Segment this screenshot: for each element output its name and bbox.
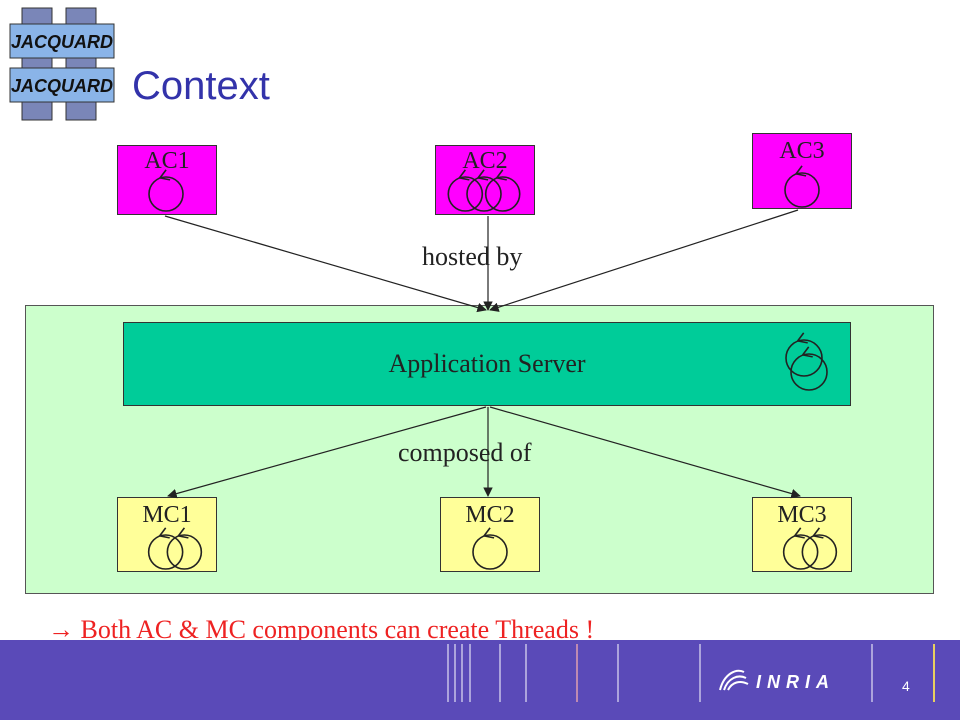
- application-server-label: Application Server: [388, 349, 586, 378]
- mc2-label: MC2: [465, 502, 515, 528]
- ac3-box: AC3: [752, 133, 852, 209]
- page-number: 4: [902, 678, 910, 694]
- composed-of-label: composed of: [398, 438, 532, 467]
- ac2-box: AC2: [435, 145, 535, 215]
- bottom-bar-decoration: INRIA: [447, 644, 935, 702]
- mc3-label: MC3: [777, 502, 827, 528]
- arrow-ac3-to-server: [489, 209, 799, 312]
- mc1-label: MC1: [142, 502, 192, 528]
- bottom-bar: [0, 640, 960, 720]
- hosted-by-label: hosted by: [422, 242, 523, 271]
- mc2-box: MC2: [440, 497, 540, 572]
- svg-text:JACQUARD: JACQUARD: [11, 32, 113, 52]
- jacquard-logo: JACQUARD JACQUARD: [9, 7, 115, 121]
- footnote-text: Both AC & MC components can create Threa…: [80, 615, 595, 644]
- application-server-box: Application Server: [123, 322, 851, 406]
- inria-logo: INRIA: [719, 669, 835, 692]
- footnote-arrow: →: [48, 615, 74, 644]
- svg-text:INRIA: INRIA: [756, 672, 835, 692]
- svg-text:JACQUARD: JACQUARD: [11, 76, 113, 96]
- ac1-label: AC1: [144, 148, 190, 174]
- slide-title: Context: [132, 64, 270, 108]
- ac1-box: AC1: [117, 145, 217, 215]
- footnote: → Both AC & MC components can create Thr…: [48, 615, 594, 645]
- mc3-box: MC3: [752, 497, 852, 572]
- ac3-label: AC3: [779, 138, 825, 164]
- mc1-box: MC1: [117, 497, 217, 572]
- ac2-label: AC2: [462, 148, 508, 174]
